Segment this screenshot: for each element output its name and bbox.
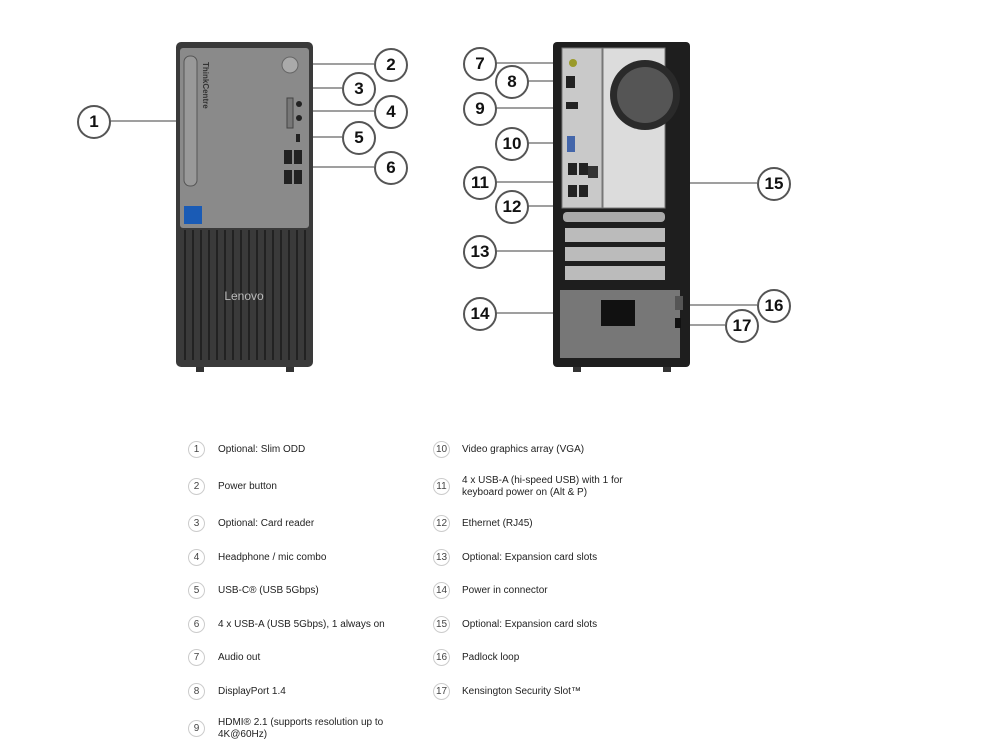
legend-number: 14 xyxy=(433,582,450,599)
legend-text: 4 x USB-A (USB 5Gbps), 1 always on xyxy=(218,619,385,630)
legend-text: Kensington Security Slot™ xyxy=(462,686,581,697)
legend-number: 11 xyxy=(433,478,450,495)
callout-3: 3 xyxy=(342,72,376,106)
legend-number: 5 xyxy=(188,582,205,599)
callout-1: 1 xyxy=(77,105,111,139)
legend-text: Optional: Slim ODD xyxy=(218,444,306,455)
legend-number: 9 xyxy=(188,720,205,737)
legend-text: Power button xyxy=(218,481,277,492)
callout-9: 9 xyxy=(463,92,497,126)
front-view xyxy=(176,42,313,372)
legend-number: 3 xyxy=(188,515,205,532)
legend-number: 7 xyxy=(188,649,205,666)
legend-number: 13 xyxy=(433,549,450,566)
legend-text: USB-C® (USB 5Gbps) xyxy=(218,585,319,596)
legend-number: 16 xyxy=(433,649,450,666)
callout-6: 6 xyxy=(374,151,408,185)
legend-text: Headphone / mic combo xyxy=(218,552,327,563)
legend-number: 1 xyxy=(188,441,205,458)
legend-text: Optional: Expansion card slots xyxy=(462,552,598,563)
callout-16: 16 xyxy=(757,289,791,323)
lenovo-logo: Lenovo xyxy=(224,289,264,303)
tower-illustrations: Lenovo ThinkCentre xyxy=(109,42,757,372)
callout-5: 5 xyxy=(342,121,376,155)
legend-number: 2 xyxy=(188,478,205,495)
callout-14: 14 xyxy=(463,297,497,331)
callout-17: 17 xyxy=(725,309,759,343)
callout-11: 11 xyxy=(463,166,497,200)
legend-text: Ethernet (RJ45) xyxy=(462,518,533,529)
legend-text: DisplayPort 1.4 xyxy=(218,686,286,697)
legend-text: Optional: Expansion card slots xyxy=(462,619,598,630)
legend-text: Optional: Card reader xyxy=(218,518,315,529)
callout-4: 4 xyxy=(374,95,408,129)
legend-text: Video graphics array (VGA) xyxy=(462,444,585,455)
legend-text: HDMI® 2.1 (supports resolution up to 4K@… xyxy=(218,717,384,740)
legend-text: 4 x USB-A (hi-speed USB) with 1 for keyb… xyxy=(462,475,623,498)
legend-text: Audio out xyxy=(218,652,261,663)
legend-number: 12 xyxy=(433,515,450,532)
callout-8: 8 xyxy=(495,65,529,99)
callout-15: 15 xyxy=(757,167,791,201)
legend-number: 10 xyxy=(433,441,450,458)
callout-10: 10 xyxy=(495,127,529,161)
callout-13: 13 xyxy=(463,235,497,269)
thinkcentre-logo: ThinkCentre xyxy=(201,62,210,109)
callout-12: 12 xyxy=(495,190,529,224)
back-view xyxy=(553,42,690,372)
legend-text: Padlock loop xyxy=(462,652,520,663)
callout-2: 2 xyxy=(374,48,408,82)
legend-number: 6 xyxy=(188,616,205,633)
callout-7: 7 xyxy=(463,47,497,81)
legend-number: 15 xyxy=(433,616,450,633)
legend-number: 8 xyxy=(188,683,205,700)
legend-number: 4 xyxy=(188,549,205,566)
legend-text: Power in connector xyxy=(462,585,548,596)
legend-number: 17 xyxy=(433,683,450,700)
